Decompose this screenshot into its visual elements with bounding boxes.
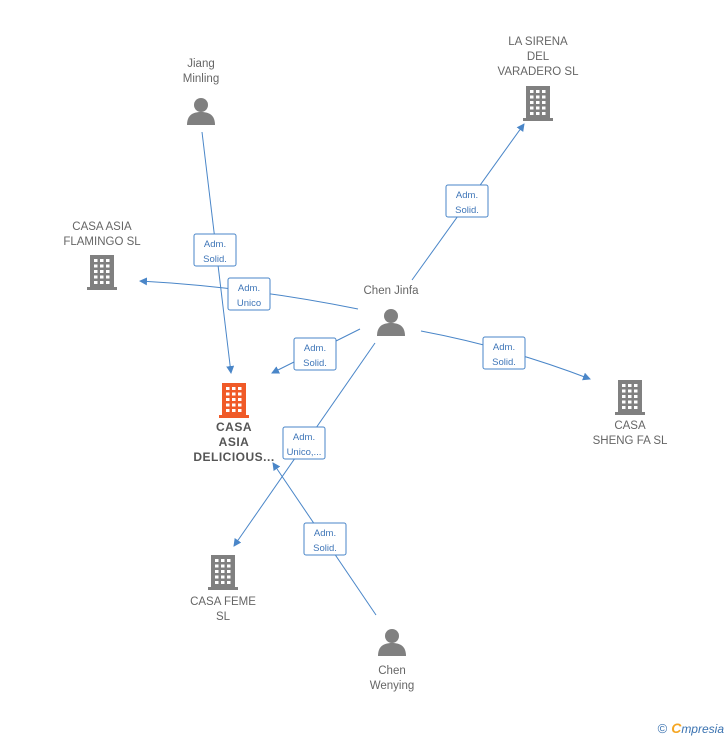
node-feme[interactable]: CASA FEME SL bbox=[190, 555, 256, 623]
role-badge-box bbox=[293, 337, 337, 371]
role-badge-text: Solid. bbox=[455, 205, 479, 216]
node-label: Chen Jinfa bbox=[364, 285, 420, 297]
node-label: FLAMINGO SL bbox=[63, 236, 141, 248]
person-icon bbox=[187, 98, 215, 125]
role-badge-text: Adm. bbox=[204, 239, 226, 250]
node-label: CASA bbox=[216, 420, 252, 434]
role-badge-box bbox=[193, 233, 237, 267]
building-icon bbox=[208, 555, 238, 590]
person-icon bbox=[378, 629, 406, 656]
node-label: Jiang bbox=[187, 58, 215, 70]
node-label: Chen bbox=[378, 665, 406, 677]
node-label: CASA FEME bbox=[190, 596, 256, 608]
brand-initial: C bbox=[671, 720, 682, 736]
empresia-logo[interactable]: Cmpresia bbox=[671, 720, 724, 736]
role-badge-text: Solid. bbox=[303, 358, 327, 369]
role-badge[interactable]: Adm. Solid. bbox=[445, 184, 489, 218]
role-badge[interactable]: Adm. Solid. bbox=[293, 337, 337, 371]
copyright-symbol: © bbox=[657, 720, 668, 736]
role-badge[interactable]: Adm. Solid. bbox=[482, 336, 526, 370]
footer-brand[interactable]: © Cmpresia bbox=[658, 720, 724, 736]
role-badge[interactable]: Adm. Solid. bbox=[303, 522, 347, 556]
node-jinfa[interactable]: Chen Jinfa bbox=[364, 285, 420, 336]
building-icon bbox=[87, 255, 117, 290]
role-badge-box bbox=[445, 184, 489, 218]
role-badge-box bbox=[482, 336, 526, 370]
person-icon bbox=[377, 309, 405, 336]
node-label: ASIA bbox=[219, 435, 250, 449]
role-badge-text: Adm. bbox=[304, 343, 326, 354]
role-badge-box bbox=[282, 426, 326, 460]
node-label: SL bbox=[216, 611, 231, 623]
brand-name: mpresia bbox=[681, 722, 724, 736]
node-label: LA SIRENA bbox=[508, 36, 568, 48]
role-badge-text: Adm. bbox=[456, 190, 478, 201]
node-label: DELICIOUS... bbox=[193, 450, 274, 464]
node-label: CASA bbox=[614, 420, 646, 432]
role-badge-text: Adm. bbox=[293, 432, 315, 443]
role-badge-text: Unico,... bbox=[287, 447, 322, 458]
node-label: VARADERO SL bbox=[498, 66, 580, 78]
node-label: DEL bbox=[527, 51, 550, 63]
node-label: CASA ASIA bbox=[72, 221, 132, 233]
role-badge-text: Adm. bbox=[238, 283, 260, 294]
role-badge[interactable]: Adm. Unico bbox=[227, 277, 271, 311]
building-icon bbox=[523, 86, 553, 121]
node-delicious[interactable]: CASAASIADELICIOUS... bbox=[193, 383, 274, 464]
node-label: Wenying bbox=[370, 680, 415, 692]
node-flamingo[interactable]: CASA ASIA FLAMINGO SL bbox=[63, 221, 141, 290]
role-badge-text: Solid. bbox=[203, 254, 227, 265]
role-badge-box bbox=[303, 522, 347, 556]
role-badge[interactable]: Adm. Unico,... bbox=[282, 426, 326, 460]
node-shengfa[interactable]: CASA SHENG FA SL bbox=[593, 380, 668, 447]
role-badge-text: Adm. bbox=[493, 342, 515, 353]
role-badge-text: Unico bbox=[237, 298, 261, 309]
badges-layer: Adm.Solid.Adm.Solid.Adm.UnicoAdm.Solid.A… bbox=[193, 184, 526, 556]
node-label: SHENG FA SL bbox=[593, 435, 668, 447]
building-icon bbox=[219, 383, 249, 418]
role-badge-text: Adm. bbox=[314, 528, 336, 539]
role-badge-text: Solid. bbox=[313, 543, 337, 554]
role-badge[interactable]: Adm. Solid. bbox=[193, 233, 237, 267]
node-sirena[interactable]: LA SIRENA DEL VARADERO SL bbox=[498, 36, 580, 121]
node-label: Minling bbox=[183, 73, 219, 85]
role-badge-text: Solid. bbox=[492, 357, 516, 368]
role-badge-box bbox=[227, 277, 271, 311]
building-icon bbox=[615, 380, 645, 415]
